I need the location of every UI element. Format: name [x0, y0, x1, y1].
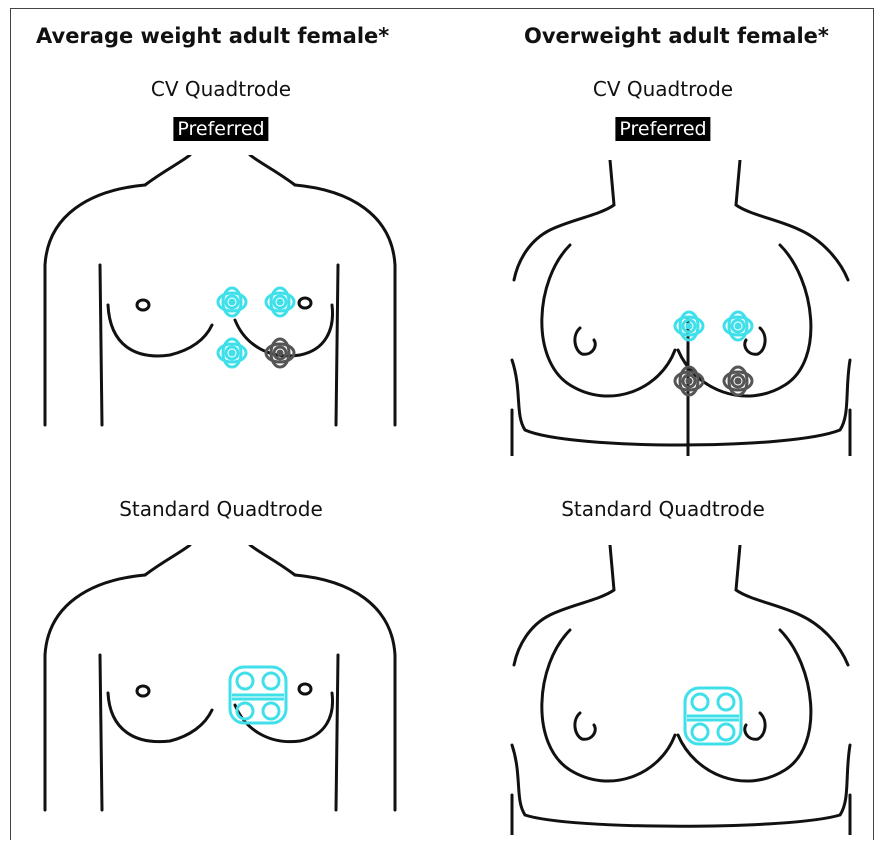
average-torso-standard-illustration [40, 545, 400, 815]
column-heading: Overweight adult female* [524, 24, 829, 48]
cv-electrodes [218, 288, 294, 367]
standard-quadtrode-label: Standard Quadtrode [0, 497, 442, 521]
average-torso-cv-illustration [40, 155, 400, 430]
overweight-torso-standard-illustration [510, 545, 855, 835]
cv-quadtrode-label: CV Quadtrode [442, 77, 884, 101]
cv-quadtrode-label: CV Quadtrode [0, 77, 442, 101]
electrode-1-icon [218, 288, 246, 316]
electrode-1-icon [675, 312, 703, 340]
column-heading: Average weight adult female* [36, 24, 389, 48]
electrode-4-icon [266, 339, 294, 367]
frame-left-border [10, 8, 11, 840]
electrode-3-icon [218, 339, 246, 367]
electrode-2-icon [724, 312, 752, 340]
standard-quadtrode-label: Standard Quadtrode [442, 497, 884, 521]
standard-quadtrode-icon [685, 688, 741, 744]
preferred-badge: Preferred [173, 117, 268, 141]
electrode-4-icon [724, 367, 752, 395]
preferred-badge: Preferred [615, 117, 710, 141]
electrode-2-icon [266, 288, 294, 316]
frame-top-border [10, 8, 874, 9]
standard-quadtrode-icon [230, 667, 286, 723]
frame-right-border [873, 8, 874, 840]
electrode-3-icon [675, 367, 703, 395]
overweight-torso-cv-illustration [510, 160, 855, 456]
